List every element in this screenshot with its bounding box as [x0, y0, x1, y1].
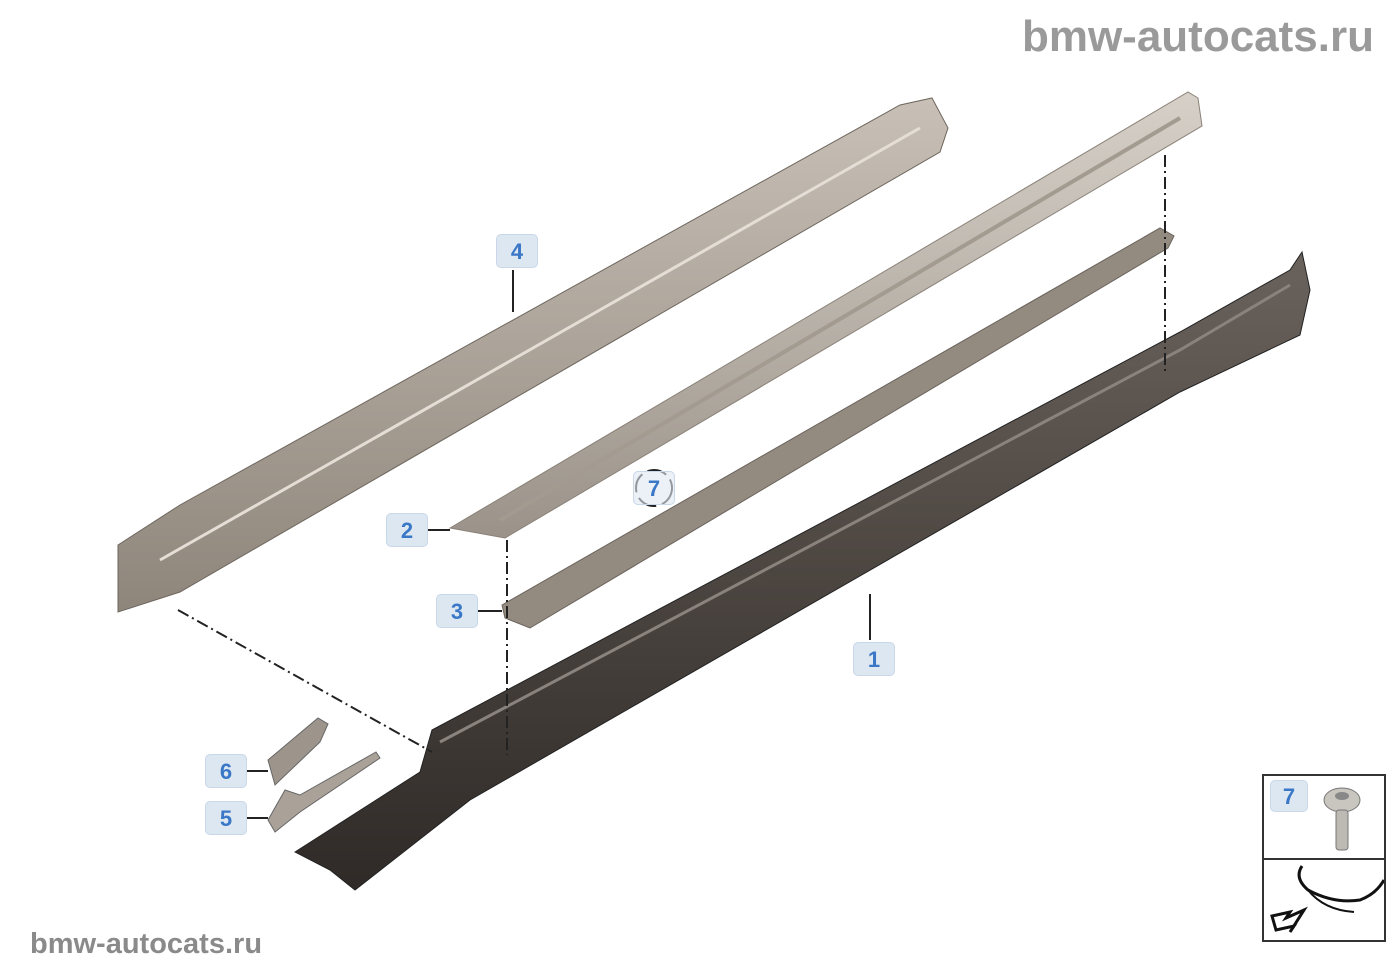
callout-6[interactable]: 6 [205, 754, 247, 788]
dash-dot-guides [177, 155, 1166, 755]
watermark-top: bmw-autocats.ru [1021, 12, 1374, 61]
inset-divider [1264, 858, 1384, 860]
fastener-inset: 7 [1262, 774, 1386, 942]
callout-4[interactable]: 4 [496, 234, 538, 268]
watermark-bottom: bmw-autocats.ru [30, 928, 263, 960]
callout-7[interactable]: 7 [633, 471, 675, 505]
callout-2[interactable]: 2 [386, 513, 428, 547]
callout-1[interactable]: 1 [853, 642, 895, 676]
part-3-sill-seal [501, 227, 1175, 629]
callout-5[interactable]: 5 [205, 801, 247, 835]
callout-3[interactable]: 3 [436, 594, 478, 628]
part-6-bracket [267, 717, 329, 786]
vehicle-front-arrow-icon [1270, 865, 1384, 933]
part-2-sill-strip [448, 91, 1203, 539]
part-4-inner-trim [117, 97, 949, 613]
leader-lines [247, 270, 871, 819]
bolt-icon [1323, 787, 1361, 851]
part-5-bracket [267, 751, 381, 833]
inset-callout-7[interactable]: 7 [1270, 780, 1308, 812]
part-1-side-skirt [293, 250, 1311, 891]
